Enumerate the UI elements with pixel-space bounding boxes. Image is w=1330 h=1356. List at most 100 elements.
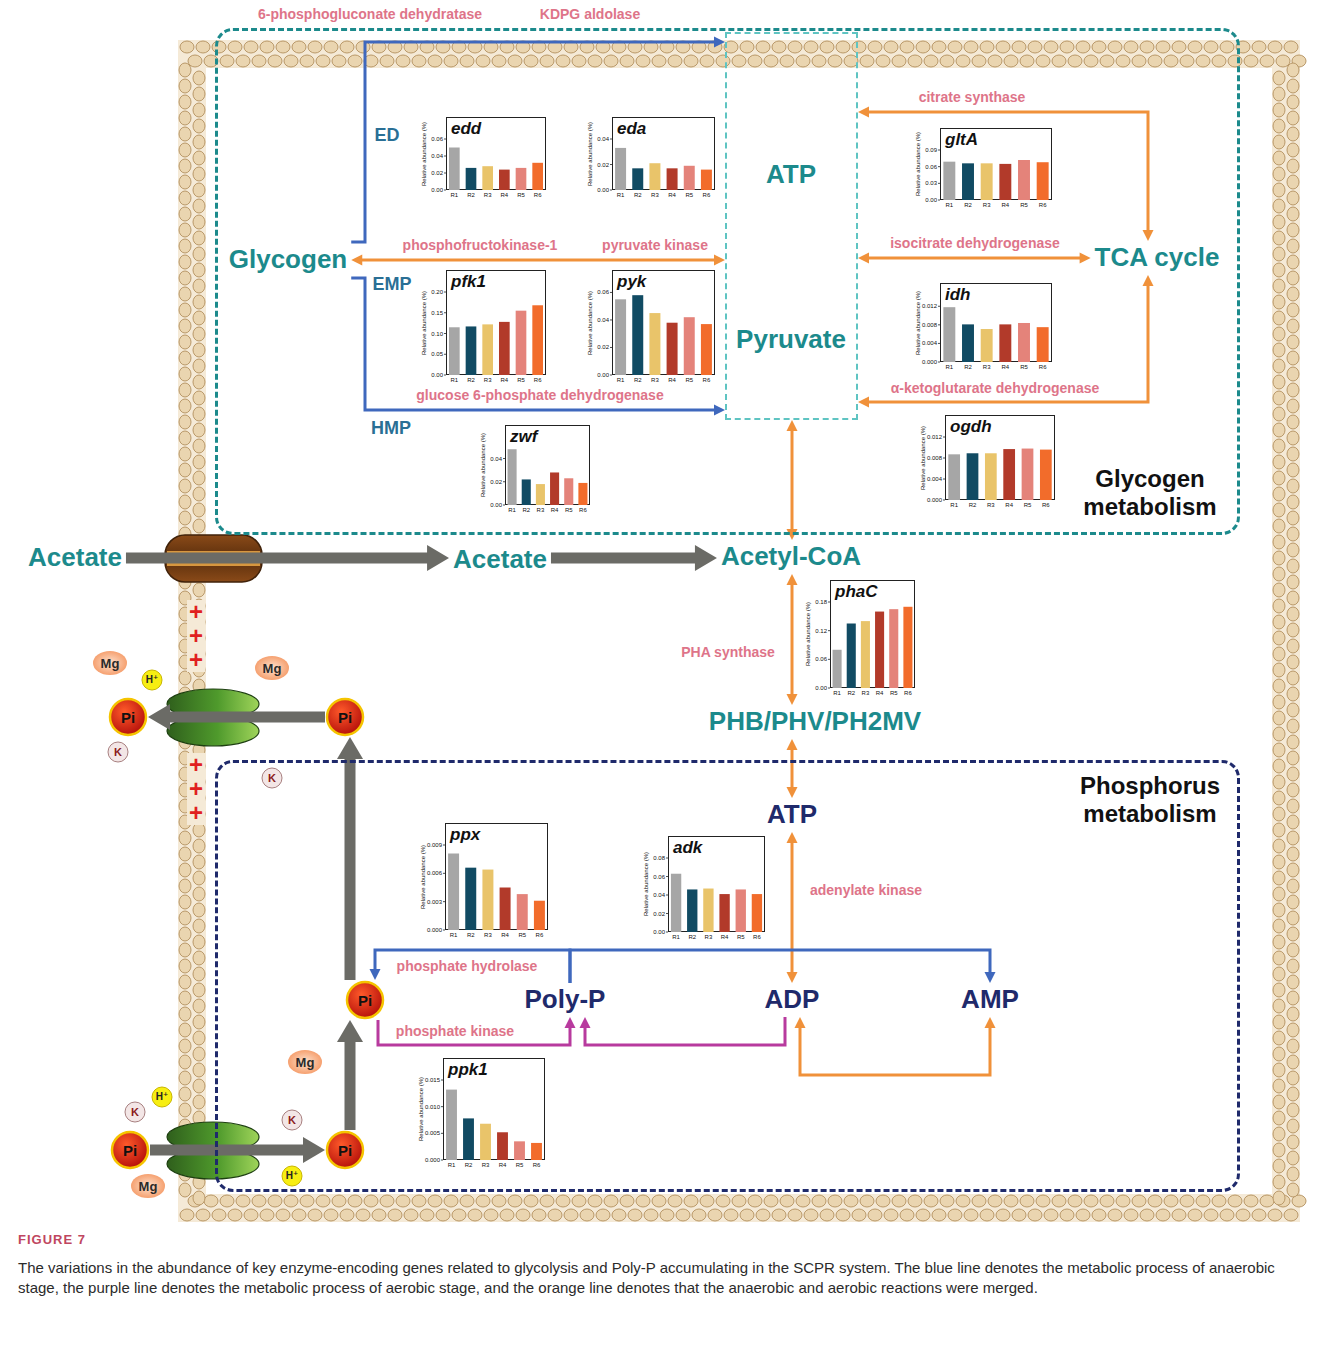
membrane-bead — [660, 1209, 674, 1221]
ion-circle — [152, 1087, 172, 1107]
membrane-bead — [740, 1209, 754, 1221]
tick-mark — [938, 166, 940, 167]
tick-mark — [943, 458, 945, 459]
connector — [791, 584, 794, 695]
membrane-bead — [956, 1195, 970, 1207]
membrane-bead — [1273, 679, 1285, 693]
chart-frame — [831, 581, 915, 688]
sample-label: R3 — [484, 192, 492, 198]
abundance-bar — [499, 322, 510, 375]
membrane-bead — [332, 55, 346, 67]
membrane-bead — [1060, 1209, 1074, 1221]
tick-mark — [943, 479, 945, 480]
sample-label: R2 — [964, 364, 972, 370]
chart-frame — [941, 129, 1052, 200]
membrane-bead — [1004, 1195, 1018, 1207]
membrane-bead — [1273, 471, 1285, 485]
membrane-bead — [748, 55, 762, 67]
membrane-bead — [179, 1055, 191, 1069]
tick-mark — [943, 500, 945, 501]
sample-label: R6 — [579, 507, 587, 513]
membrane-bead — [1273, 759, 1285, 773]
membrane-bead — [636, 1195, 650, 1207]
membrane-bead — [1036, 55, 1050, 67]
magnesium-ion: Mg — [254, 655, 290, 681]
membrane-bead — [340, 1209, 354, 1221]
sample-label: R3 — [484, 932, 492, 938]
membrane-bead — [284, 1195, 298, 1207]
membrane-bead — [193, 199, 205, 213]
ion-blob — [255, 656, 289, 680]
membrane-bead — [316, 55, 330, 67]
membrane-bead — [1273, 599, 1285, 613]
sample-label: R4 — [668, 192, 676, 198]
abundance-bar — [962, 324, 974, 362]
sample-label: R6 — [536, 932, 544, 938]
membrane-bead — [193, 871, 205, 885]
metabolite-node: ADP — [761, 983, 824, 1017]
membrane-bead — [260, 1209, 274, 1221]
membrane-bead — [412, 1195, 426, 1207]
membrane-bead — [1273, 375, 1285, 389]
membrane-bead — [1100, 1195, 1114, 1207]
membrane-bead — [756, 1209, 770, 1221]
ion-circle — [282, 1110, 302, 1130]
membrane-bead — [1287, 479, 1299, 493]
sample-label: R1 — [945, 202, 953, 208]
membrane-bead — [179, 847, 191, 861]
membrane-bead — [193, 1079, 205, 1093]
phosphate-ion: Pi — [325, 1130, 365, 1170]
membrane-bead — [220, 55, 234, 67]
membrane-bead — [179, 319, 191, 333]
membrane-bead — [956, 55, 970, 67]
membrane-bead — [1287, 95, 1299, 109]
tick-label: 0.000 — [427, 927, 442, 933]
abundance-bar — [550, 472, 559, 505]
tick-label: 0.06 — [653, 874, 665, 880]
ion-circle — [108, 742, 128, 762]
sample-label: R6 — [1039, 202, 1047, 208]
membrane-bead — [193, 823, 205, 837]
enzyme-label: glucose 6-phosphate dehydrogenase — [414, 387, 665, 403]
membrane-bead — [1287, 175, 1299, 189]
membrane-bead — [1287, 271, 1299, 285]
membrane-bead — [1116, 55, 1130, 67]
abundance-bar — [1018, 160, 1030, 200]
metabolite-pool-box: ATPPyruvate — [725, 32, 858, 420]
membrane-bead — [179, 399, 191, 413]
tick-mark — [444, 173, 446, 174]
ion-label: Mg — [296, 1056, 315, 1069]
sample-label: R1 — [508, 507, 516, 513]
membrane-bead — [1287, 591, 1299, 605]
arrowhead — [787, 574, 798, 585]
sample-label: R5 — [1024, 502, 1032, 508]
chart-frame — [444, 1059, 545, 1160]
tick-label: 0.004 — [922, 340, 937, 346]
gene-abundance-chart: ogdhRelative abundance (%)0.0000.0040.00… — [917, 415, 1055, 512]
membrane-bead — [1012, 1209, 1026, 1221]
membrane-bead — [179, 79, 191, 93]
tick-label: 0.04 — [490, 456, 502, 462]
tick-label: 0.00 — [490, 502, 502, 508]
membrane-bead — [316, 1195, 330, 1207]
membrane-bead — [1273, 295, 1285, 309]
membrane-bead — [540, 1195, 554, 1207]
ion-label: H⁺ — [286, 1171, 299, 1181]
sample-label: R4 — [501, 932, 509, 938]
abundance-bar — [532, 305, 543, 375]
tick-label: 0.004 — [927, 476, 942, 482]
abundance-bar — [466, 168, 477, 190]
abundance-bar — [516, 311, 527, 375]
abundance-bar — [448, 854, 459, 931]
membrane-bead — [193, 247, 205, 261]
membrane-bead — [444, 1195, 458, 1207]
tick-label: 0.10 — [431, 331, 443, 337]
membrane-bead — [1273, 583, 1285, 597]
tick-mark — [443, 873, 445, 874]
ion-circle — [142, 670, 162, 690]
tick-label: 0.04 — [597, 136, 609, 142]
sample-label: R5 — [890, 690, 898, 696]
membrane-bead — [996, 41, 1010, 53]
sample-label: R4 — [500, 377, 508, 383]
membrane-bead — [179, 431, 191, 445]
